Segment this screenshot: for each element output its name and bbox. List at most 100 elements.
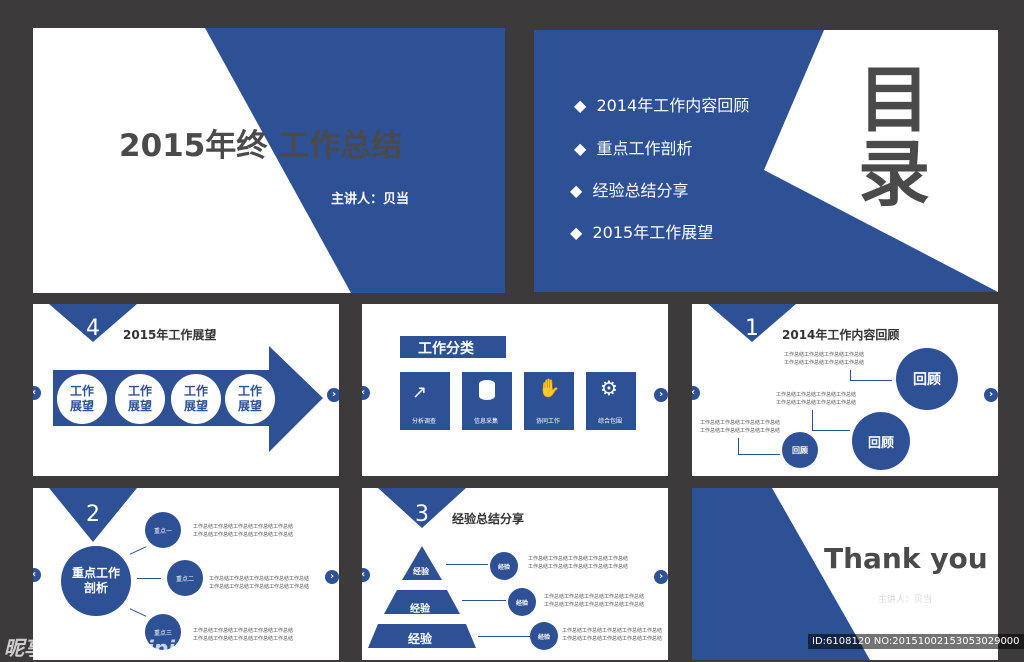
contents-item-1: ◆ 2014年工作内容回顾 (574, 96, 750, 115)
next-arrow-button[interactable]: › (984, 388, 998, 402)
experience-text: 工作总结工作总结工作总结工作总结工作总结 (544, 594, 645, 600)
analysis-text: 工作总结工作总结工作总结工作总结工作总结 (209, 576, 310, 582)
prev-arrow-button[interactable]: ‹ (362, 386, 370, 400)
experience-text: 工作总结工作总结工作总结工作总结工作总结 (562, 628, 663, 634)
category-label: 协同工作 (536, 418, 561, 425)
slide-thank-you[interactable]: Thank you 主讲人：贝当 (692, 488, 998, 660)
pyramid-label-3: 经验 (408, 632, 433, 646)
contents-item-label: 经验总结分享 (592, 181, 689, 200)
review-circle-small: 回顾 (782, 432, 818, 468)
database-icon (479, 380, 495, 400)
analysis-text: 工作总结工作总结工作总结工作总结工作总结 (209, 584, 310, 590)
experience-number: 3 (415, 502, 429, 527)
slide-review[interactable]: 1 2014年工作内容回顾 工作总结工作总结工作总结工作总结 工作总结工作总结工… (692, 304, 998, 476)
contents-item-label: 重点工作剖析 (596, 139, 693, 158)
pyramid-label-1: 经验 (413, 567, 429, 576)
outlook-title: 2015年工作展望 (123, 328, 217, 342)
outlook-circle-1: 工作 展望 (57, 374, 107, 424)
thanks-heading: Thank you (824, 542, 988, 575)
next-arrow-button[interactable]: › (654, 388, 668, 402)
point-circle-3: 重点三 (145, 614, 181, 650)
slide-experience[interactable]: 3 经验总结分享 经验 经验 经验 经验 经验 经验 工作总结工作总结工作总结工… (362, 488, 668, 660)
watermark-logo: 昵享网 www.nipic.cn (4, 636, 221, 660)
prev-arrow-button[interactable]: ‹ (692, 386, 700, 400)
slide-contents[interactable]: ◆ 2014年工作内容回顾 ◆ 重点工作剖析 ◆ 经验总结分享 ◆ 2015年工… (534, 30, 998, 292)
category-label: 分析调查 (412, 418, 437, 425)
categories-title-bar (400, 336, 506, 358)
thanks-presenter: 主讲人：贝当 (878, 595, 933, 605)
experience-circle-2: 经验 (508, 588, 536, 616)
categories-title: 工作分类 (418, 341, 474, 357)
experience-circle-3: 经验 (530, 622, 558, 650)
slide-outlook[interactable]: 4 2015年工作展望 工作 展望 工作 展望 工作 展望 工作 展望 ‹ › (33, 304, 339, 476)
review-number: 1 (745, 316, 759, 341)
experience-shapes (368, 488, 476, 648)
outlook-number: 4 (86, 316, 100, 341)
category-tile-analysis: ↗ 分析调查 (400, 372, 450, 430)
arrow-line (478, 636, 530, 637)
review-text-1: 工作总结工作总结工作总结工作总结 (784, 352, 865, 358)
prev-arrow-button[interactable]: ‹ (33, 568, 41, 582)
analysis-shapes (49, 488, 137, 542)
category-label: 综合包围 (598, 418, 623, 425)
prev-arrow-button[interactable]: ‹ (33, 386, 41, 400)
slide-title-heading: 2015年终 工作总结 (119, 128, 403, 164)
experience-text: 工作总结工作总结工作总结工作总结工作总结 (544, 602, 645, 608)
outlook-circle-2: 工作 展望 (115, 374, 165, 424)
contents-item-3: ◆ 经验总结分享 (570, 181, 689, 200)
review-text-4: 工作总结工作总结工作总结工作总结 (776, 400, 857, 406)
thanks-diagonal (692, 488, 870, 660)
review-text-5: 工作总结工作总结工作总结工作总结 (700, 420, 781, 426)
analysis-text: 工作总结工作总结工作总结工作总结工作总结 (193, 532, 294, 538)
analysis-center-circle: 重点工作 剖析 (61, 546, 131, 616)
analysis-number: 2 (86, 502, 100, 527)
slide-title[interactable]: 2015年终 工作总结 主讲人：贝当 (33, 28, 505, 293)
connector-line (812, 410, 813, 430)
connector-line (738, 454, 780, 455)
pyramid-label-2: 经验 (410, 604, 430, 615)
prev-arrow-button[interactable]: ‹ (362, 568, 370, 582)
contents-item-label: 2014年工作内容回顾 (596, 96, 750, 115)
contents-big-char-2: 录 (858, 132, 931, 216)
connector-line (850, 370, 851, 380)
category-tile-collaboration: ✋ 协同工作 (524, 372, 574, 430)
analysis-text: 工作总结工作总结工作总结工作总结工作总结 (193, 628, 294, 634)
review-circle-large: 回顾 (896, 348, 958, 410)
point-circle-1: 重点一 (145, 512, 181, 548)
contents-big-char-1: 目 (858, 58, 931, 142)
review-text-3: 工作总结工作总结工作总结工作总结 (776, 392, 857, 398)
slide-title-diagonal (205, 28, 505, 293)
experience-circle-1: 经验 (490, 552, 518, 580)
handshake-icon: ✋ (538, 378, 561, 399)
slide-work-categories[interactable]: 工作分类 ↗ 分析调查 信息采集 ✋ 协同工作 ⚙ 综合包围 ‹ › (362, 304, 668, 476)
connector-line (812, 430, 850, 431)
gear-icon: ⚙ (600, 376, 618, 400)
point-circle-2: 重点二 (167, 560, 203, 596)
experience-text: 工作总结工作总结工作总结工作总结工作总结 (528, 564, 629, 570)
next-arrow-button[interactable]: › (327, 388, 339, 402)
review-text-2: 工作总结工作总结工作总结工作总结 (784, 360, 865, 366)
next-arrow-button[interactable]: › (654, 570, 668, 584)
outlook-circle-3: 工作 展望 (171, 374, 221, 424)
slide-key-analysis[interactable]: 2 重点工作 剖析 重点一 重点二 重点三 工作总结工作总结工作总结工作总结工作… (33, 488, 339, 660)
review-text-6: 工作总结工作总结工作总结工作总结 (700, 428, 781, 434)
connector-line (738, 438, 739, 454)
category-tile-overview: ⚙ 综合包围 (586, 372, 636, 430)
contents-item-4: ◆ 2015年工作展望 (570, 223, 714, 242)
chart-icon: ↗ (412, 382, 428, 403)
contents-white-shape (764, 30, 998, 292)
outlook-circle-4: 工作 展望 (225, 374, 275, 424)
arrow-line (446, 564, 488, 565)
category-tile-collection: 信息采集 (462, 372, 512, 430)
review-shapes (708, 304, 796, 342)
review-title: 2014年工作内容回顾 (782, 328, 900, 342)
experience-title: 经验总结分享 (452, 512, 525, 526)
next-arrow-button[interactable]: › (325, 570, 339, 584)
experience-text: 工作总结工作总结工作总结工作总结工作总结 (528, 556, 629, 562)
review-circle-mid: 回顾 (852, 412, 910, 470)
analysis-text: 工作总结工作总结工作总结工作总结工作总结 (193, 636, 294, 642)
contents-item-2: ◆ 重点工作剖析 (574, 139, 693, 158)
presenter-label: 主讲人：贝当 (331, 192, 410, 207)
connector-line (137, 578, 161, 579)
arrow-line (462, 600, 506, 601)
